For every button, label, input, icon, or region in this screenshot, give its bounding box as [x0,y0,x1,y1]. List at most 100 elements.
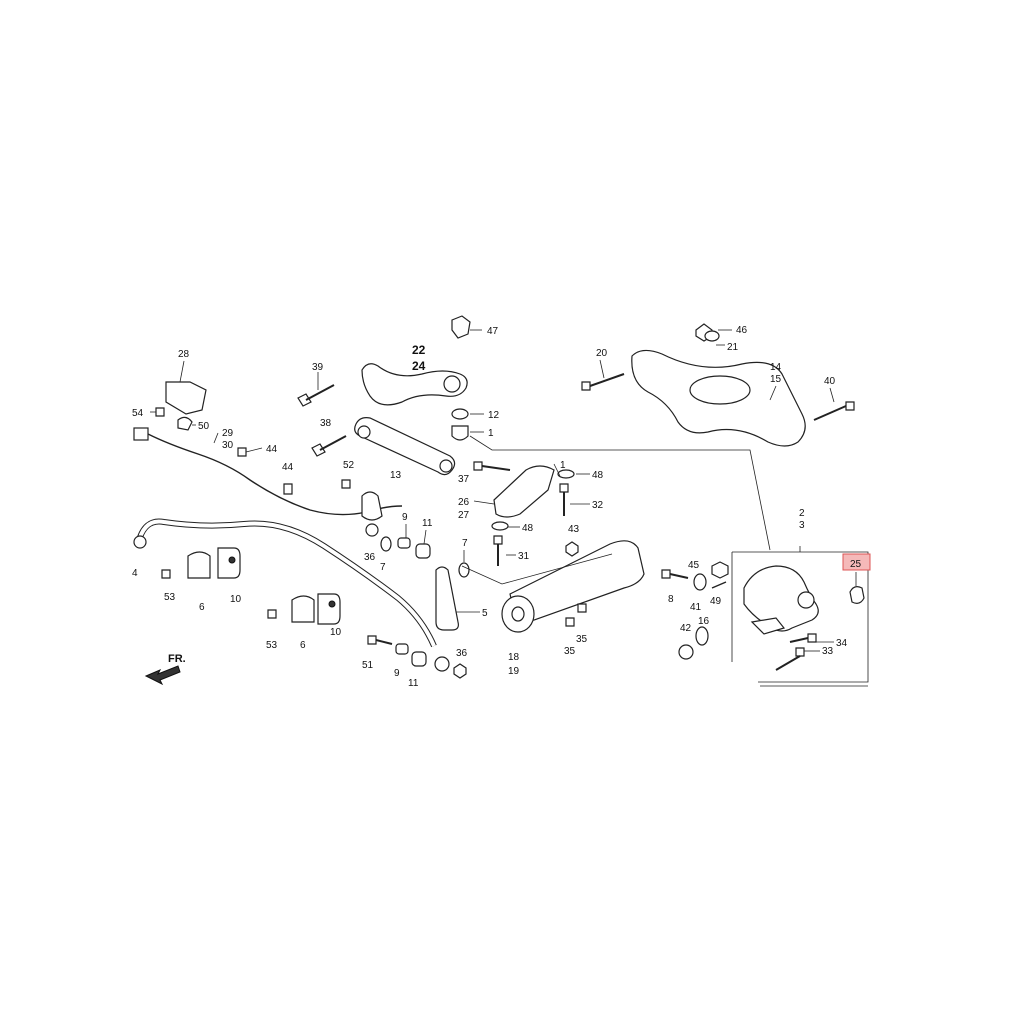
part-36-nut-upper[interactable] [365,523,379,537]
part-10-bushing-upper[interactable] [217,547,241,579]
label-40: 40 [824,376,836,387]
part-51-bolt[interactable] [367,635,393,645]
part-53-bolt-lower[interactable] [267,609,277,619]
part-18-19-trailing-arm[interactable] [501,540,645,633]
label-2: 2 [799,508,805,519]
part-26-27-bracket[interactable] [493,465,555,518]
label-16: 16 [698,616,710,627]
label-8: 8 [668,594,674,605]
part-stabilizer-end-bushing[interactable] [434,656,450,672]
part-43-nut[interactable] [565,541,579,557]
part-12-boot[interactable] [451,408,469,420]
part-52-bolt[interactable] [341,479,351,489]
label-1-upper: 1 [488,428,494,439]
assembly-line-link-to-arm [461,553,613,585]
label-24: 24 [412,359,426,373]
label-43: 43 [568,524,580,535]
part-28-bracket[interactable] [165,381,207,415]
label-26: 26 [458,497,470,508]
part-10-bushing-lower[interactable] [317,593,341,625]
label-42: 42 [680,623,692,634]
label-34: 34 [836,638,848,649]
part-13-control-arm[interactable] [354,417,456,476]
label-9-lower: 9 [394,668,400,679]
part-9-bushing-lower[interactable] [395,643,409,655]
part-7-washer-lower[interactable] [458,562,470,578]
part-21-washer[interactable] [704,330,720,342]
label-46: 46 [736,325,748,336]
label-48-upper: 48 [592,470,604,481]
part-39-bolt[interactable] [297,384,335,407]
part-16-washer[interactable] [695,626,709,646]
part-44-bolt-lower[interactable] [283,483,293,495]
part-22-24-upper-arm[interactable] [361,363,468,406]
label-18: 18 [508,652,520,663]
part-8-bolt[interactable] [661,569,689,579]
part-6-bracket-upper[interactable] [187,551,211,579]
part-33-bolt[interactable] [775,647,805,671]
label-36-lower: 36 [456,648,468,659]
part-5-stabilizer-link[interactable] [435,566,459,631]
part-1-bushing-upper[interactable] [451,425,469,441]
label-1-lower: 1 [560,460,566,471]
label-38: 38 [320,418,332,429]
part-6-bracket-lower[interactable] [291,595,315,623]
part-38-bolt[interactable] [311,435,347,457]
part-7-washer-upper[interactable] [380,536,392,552]
label-4: 4 [132,568,138,579]
label-36-upper: 36 [364,552,376,563]
part-31-bolt[interactable] [493,535,503,566]
label-44-upper: 44 [266,444,278,455]
part-4-stabilizer-bar[interactable] [133,518,437,648]
label-53-upper: 53 [164,592,176,603]
part-20-bolt[interactable] [581,373,625,391]
part-42-nut[interactable] [678,644,694,660]
part-14-15-lower-arm[interactable] [631,349,806,447]
label-35-lower: 35 [564,646,576,657]
part-11-bushing-lower[interactable] [411,651,427,667]
label-48-lower: 48 [522,523,534,534]
part-37-bolt[interactable] [473,461,511,471]
label-47: 47 [487,326,499,337]
label-15: 15 [770,374,782,385]
part-53-bolt-upper[interactable] [161,569,171,579]
label-7-upper: 7 [462,538,468,549]
label-10-lower: 10 [330,627,342,638]
part-48-washer-lower[interactable] [491,521,509,531]
label-39: 39 [312,362,324,373]
label-6-lower: 6 [300,640,306,651]
label-30: 30 [222,440,234,451]
part-sensor-bracket[interactable] [361,491,383,521]
part-47-clip[interactable] [451,315,471,339]
part-25-bushing[interactable] [849,586,865,604]
part-41-washer[interactable] [693,573,707,591]
part-34-bolt[interactable] [789,633,817,643]
label-27: 27 [458,510,470,521]
label-50: 50 [198,421,210,432]
label-35-upper: 35 [576,634,588,645]
part-2-3-knuckle[interactable] [743,565,819,635]
label-9-upper: 9 [402,512,408,523]
part-32-bolt[interactable] [559,483,569,516]
label-25: 25 [850,559,862,570]
part-50-clip[interactable] [177,416,193,431]
part-40-bolt[interactable] [813,401,855,421]
label-29: 29 [222,428,234,439]
part-49-cotter-pin[interactable] [711,581,727,589]
part-54-bolt[interactable] [155,407,165,417]
label-3: 3 [799,520,805,531]
label-21: 21 [727,342,739,353]
label-31: 31 [518,551,530,562]
part-44-bolt-upper[interactable] [237,447,263,457]
part-9-bushing-upper[interactable] [397,537,411,549]
part-45-nut[interactable] [711,561,729,579]
part-36-nut-lower[interactable] [453,663,467,679]
part-35-bolt-lower[interactable] [565,617,575,627]
assembly-line-upper-to-knuckle [469,435,771,551]
part-35-bolt-upper[interactable] [577,603,587,613]
part-48-washer-upper[interactable] [557,469,575,479]
label-13: 13 [390,470,402,481]
part-11-bushing-upper[interactable] [415,543,431,559]
label-28: 28 [178,349,190,360]
